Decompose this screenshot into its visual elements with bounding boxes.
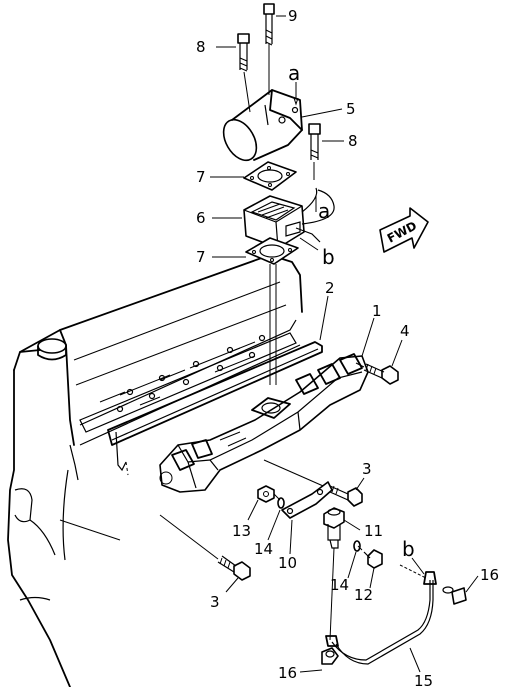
callout-8-upper: 8	[196, 38, 206, 56]
callout-2: 2	[325, 279, 335, 297]
callout-7-upper: 7	[196, 168, 206, 186]
bolt-3-right	[263, 459, 363, 507]
wire-harness-15	[325, 564, 437, 665]
callout-a-lower: a	[318, 199, 330, 223]
callout-14-left: 14	[254, 540, 273, 558]
callout-3-left: 3	[210, 593, 220, 611]
engine-block	[7, 254, 323, 687]
callout-b-lower: b	[402, 537, 415, 561]
bracket-10	[281, 481, 333, 519]
callout-16-lower: 16	[278, 664, 297, 682]
leader-lines	[210, 15, 479, 673]
bolt-3-left	[159, 514, 251, 581]
washer-14-left	[277, 497, 285, 509]
callout-7-lower: 7	[196, 248, 206, 266]
callout-labels: 9 8 a 5 8 7 a 6 b 7 2 1 4 3 13 14 10 11 …	[196, 7, 499, 687]
callout-4: 4	[400, 322, 410, 340]
nut-13	[257, 485, 275, 503]
callout-16-right: 16	[480, 566, 499, 584]
callout-1: 1	[372, 302, 382, 320]
bolt-12	[357, 545, 383, 569]
gasket-7-upper	[243, 161, 297, 191]
callout-12: 12	[354, 586, 373, 604]
bolt-8-upper	[237, 33, 251, 113]
forward-direction-arrow: FWD	[379, 207, 429, 253]
callout-b-upper: b	[322, 245, 335, 269]
cap-16-lower	[321, 647, 339, 665]
callout-14-right: 14	[330, 576, 349, 594]
callout-11: 11	[364, 522, 383, 540]
bolt-9	[263, 3, 275, 95]
sensor-11	[323, 507, 345, 641]
callout-13: 13	[232, 522, 251, 540]
bolt-8-lower	[308, 123, 321, 180]
callout-5: 5	[346, 100, 356, 118]
washer-14-right	[353, 540, 361, 552]
cap-16-right	[442, 586, 467, 605]
water-outlet-elbow	[222, 89, 303, 162]
callout-a-upper: a	[288, 61, 300, 85]
callout-9: 9	[288, 7, 298, 25]
callout-8-lower: 8	[348, 132, 358, 150]
thermostat-housing	[243, 187, 335, 249]
callout-15: 15	[414, 672, 433, 687]
bolt-4	[355, 362, 399, 385]
callout-10: 10	[278, 554, 297, 572]
callout-6: 6	[196, 209, 206, 227]
gasket-7-lower	[245, 237, 299, 265]
callout-3-right: 3	[362, 460, 372, 478]
exhaust-manifold	[159, 353, 369, 493]
